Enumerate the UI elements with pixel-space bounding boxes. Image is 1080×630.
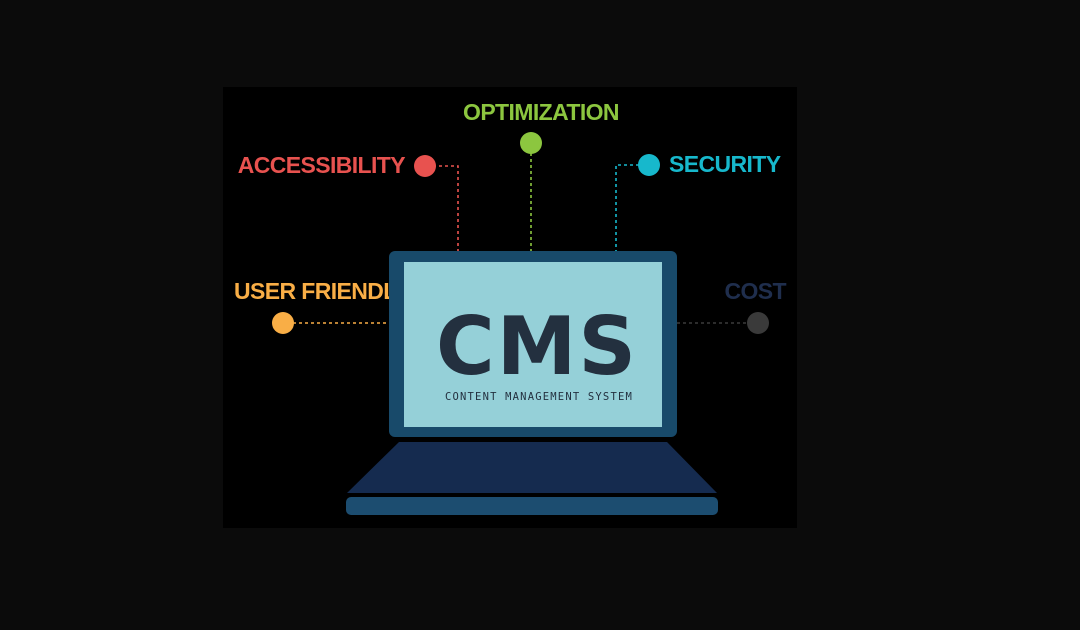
- laptop-keyboard: [347, 442, 717, 493]
- accessibility-dot: [414, 155, 436, 177]
- laptop-base: [346, 497, 718, 515]
- cost-dot: [747, 312, 769, 334]
- optimization-dot: [520, 132, 542, 154]
- diagram-panel: ACCESSIBILITY OPTIMIZATION SECURITY USER…: [223, 87, 797, 528]
- accessibility-label: ACCESSIBILITY: [238, 152, 406, 178]
- security-dot: [638, 154, 660, 176]
- laptop-icon: CMS CONTENT MANAGEMENT SYSTEM: [346, 251, 718, 515]
- cms-subtitle: CONTENT MANAGEMENT SYSTEM: [445, 391, 633, 403]
- cost-label: COST: [725, 278, 787, 304]
- connector-security: [615, 164, 639, 251]
- user-friendly-label: USER FRIENDLY: [234, 278, 410, 304]
- security-label: SECURITY: [669, 151, 781, 177]
- optimization-label: OPTIMIZATION: [463, 99, 619, 125]
- connector-accessibility: [433, 165, 459, 251]
- laptop-screen: [404, 262, 662, 427]
- user-friendly-dot: [272, 312, 294, 334]
- cms-diagram: ACCESSIBILITY OPTIMIZATION SECURITY USER…: [234, 99, 787, 515]
- cms-title: CMS: [436, 300, 638, 393]
